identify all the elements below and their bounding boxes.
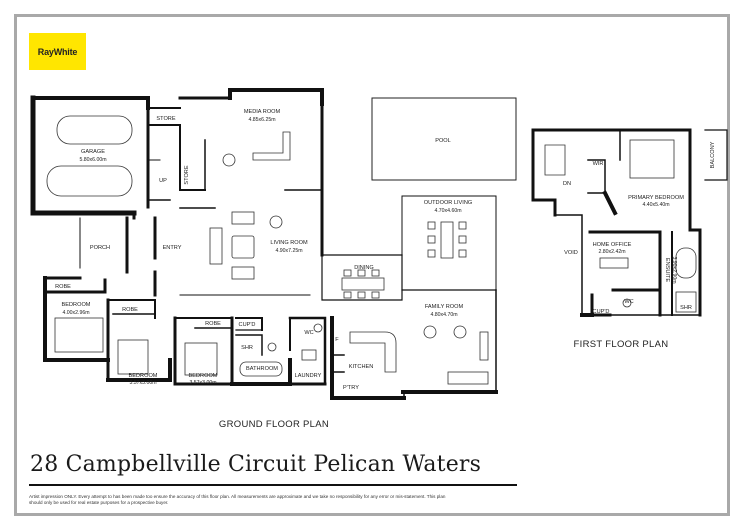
- ensuite-label: ENSUITE: [664, 258, 670, 283]
- primary-bedroom-label: PRIMARY BEDROOM: [628, 195, 684, 201]
- ground-floor-labels: MEDIA ROOM 4.85x6.25m GARAGE 5.80x6.00m …: [55, 109, 472, 391]
- entry-label: ENTRY: [163, 245, 182, 251]
- bedroom-2-bed: [117, 339, 149, 375]
- robe-1-label: ROBE: [55, 284, 71, 290]
- porch-label: PORCH: [90, 245, 110, 251]
- family-room-dims: 4.80x4.70m: [430, 312, 457, 318]
- first-floor-labels: BALCONY WIR DN PRIMARY BEDROOM 4.40x5.40…: [563, 141, 716, 315]
- shr-1-label: SHR: [241, 345, 253, 351]
- living-room-armchair-2: [231, 266, 255, 280]
- cupd-1-label: CUP'D: [239, 322, 256, 328]
- ensuite-bath: [675, 247, 697, 279]
- property-address: 28 Campbellville Circuit Pelican Waters: [30, 452, 482, 477]
- ground-floor-furniture: [46, 115, 489, 385]
- cupd-2-label: CUP'D: [593, 309, 610, 315]
- garage-car-2: [46, 165, 133, 197]
- media-room-dims: 4.85x6.25m: [248, 117, 275, 123]
- living-room-dims: 4.90x7.25m: [275, 248, 302, 254]
- garage-car-1: [56, 115, 133, 145]
- outdoor-living-dims: 4.70x4.60m: [434, 208, 461, 214]
- living-room-label: LIVING ROOM: [270, 240, 308, 246]
- outdoor-table: [440, 221, 454, 259]
- bedroom-2-label: BEDROOM: [129, 373, 158, 379]
- f-label: F: [335, 337, 339, 343]
- bedroom-1-label: BEDROOM: [62, 302, 91, 308]
- home-office-desk: [599, 257, 629, 269]
- up-label: UP: [159, 178, 167, 184]
- bedroom-1-dims: 4.00x2.96m: [62, 310, 89, 316]
- address-underline: [29, 484, 517, 486]
- balcony-label: BALCONY: [710, 141, 716, 168]
- kitchen-island: [349, 331, 397, 373]
- ground-floor-walls: [30, 88, 498, 400]
- dining-label: DINING: [354, 265, 374, 271]
- dn-label: DN: [563, 181, 571, 187]
- robe-2-label: ROBE: [122, 307, 138, 313]
- bedroom-3-bed: [184, 342, 218, 376]
- bathroom-label: BATHROOM: [246, 366, 278, 372]
- primary-bed: [629, 139, 675, 179]
- bedroom-2-dims: 3.57x3.00m: [129, 380, 156, 386]
- wc-1-label: WC: [304, 330, 313, 336]
- pool: [371, 97, 517, 181]
- living-room-sofa-1: [209, 227, 223, 265]
- family-room-sofa: [447, 371, 489, 385]
- ground-floor-title: GROUND FLOOR PLAN: [219, 419, 329, 430]
- garage-dims: 5.80x6.00m: [79, 157, 106, 163]
- home-office-label: HOME OFFICE: [593, 242, 632, 248]
- primary-bedroom-dims: 4.40x5.40m: [642, 202, 669, 208]
- kitchen-label: KITCHEN: [349, 364, 374, 370]
- bedroom-3-dims: 3.57x3.00m: [189, 380, 216, 386]
- dining-table: [341, 277, 385, 291]
- media-room-chair: [222, 153, 236, 167]
- disclaimer-text: Artist impression ONLY. Every attempt to…: [29, 494, 446, 505]
- wir-label: WIR: [593, 161, 604, 167]
- garage-label: GARAGE: [81, 149, 105, 155]
- living-room-table: [231, 235, 255, 259]
- wc-2-label: WC: [624, 299, 633, 305]
- ptry-label: P'TRY: [343, 385, 359, 391]
- first-floor-title: FIRST FLOOR PLAN: [574, 339, 669, 350]
- media-room-label: MEDIA ROOM: [244, 109, 281, 115]
- pool-label: POOL: [435, 138, 451, 144]
- bedroom-3-label: BEDROOM: [189, 373, 218, 379]
- store-2-label: STORE: [184, 165, 190, 184]
- logo-text: RayWhite: [37, 46, 78, 57]
- store-1-label: STORE: [156, 116, 175, 122]
- ensuite-dims: 3.90x2.90m: [671, 256, 677, 283]
- home-office-dims: 2.80x2.42m: [598, 249, 625, 255]
- living-room-armchair-1: [231, 211, 255, 225]
- outdoor-living-label: OUTDOOR LIVING: [424, 200, 472, 206]
- first-floor-furniture: [544, 139, 697, 313]
- bedroom-1-bed: [54, 317, 104, 353]
- shr-2-label: SHR: [680, 305, 692, 311]
- first-floor-walls: [531, 128, 728, 317]
- raywhite-logo: RayWhite: [29, 33, 86, 70]
- void-label: VOID: [564, 250, 578, 256]
- laundry-label: LAUNDRY: [295, 373, 322, 379]
- page-frame: [14, 14, 730, 516]
- media-room-sofa: [252, 131, 291, 161]
- family-room-label: FAMILY ROOM: [425, 304, 464, 310]
- living-room-chair: [269, 215, 283, 229]
- robe-3-label: ROBE: [205, 321, 221, 327]
